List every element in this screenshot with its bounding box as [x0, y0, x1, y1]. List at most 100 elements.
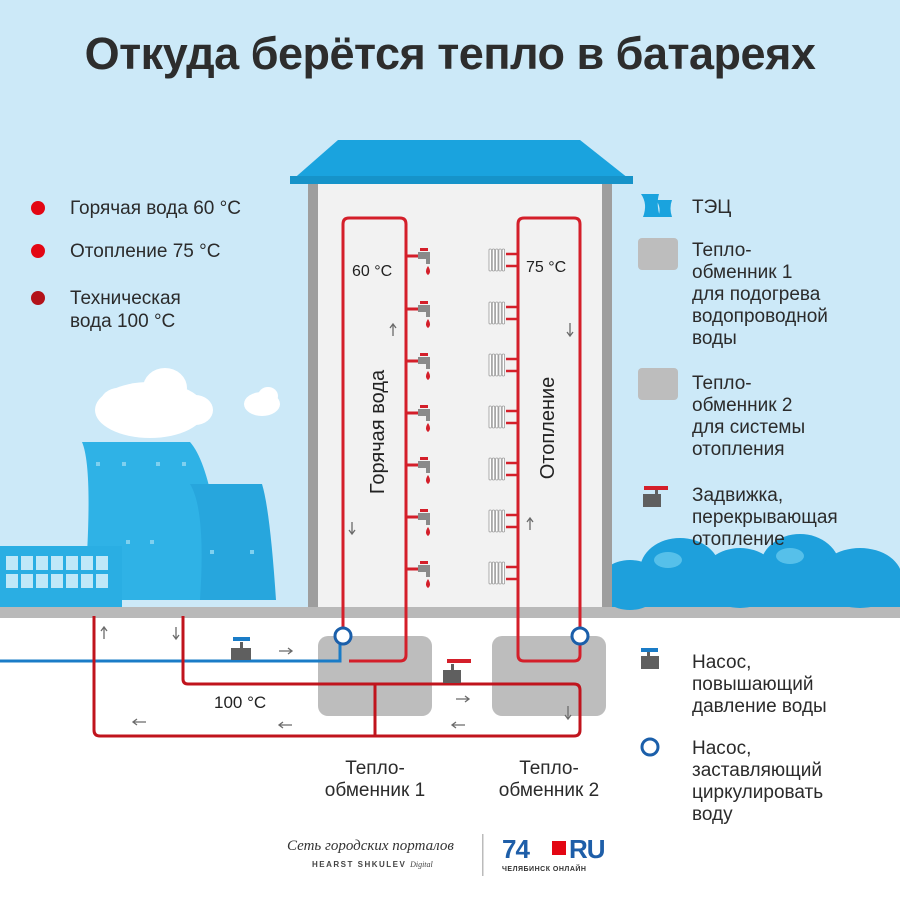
tap	[406, 561, 430, 588]
legend-technical-line2: вода 100 °C	[70, 311, 176, 332]
hot-water-vertical-label: Горячая вода	[367, 369, 389, 495]
legend-circ-line: заставляющий	[692, 760, 822, 781]
brand-hearst-text: HEARST SHKULEV	[312, 860, 407, 869]
circulation-pump-2	[570, 626, 590, 646]
tec-icon	[641, 194, 672, 217]
shutoff-valve	[443, 659, 471, 683]
legend-booster-line: повышающий	[692, 674, 814, 695]
legend-hx1-line: воды	[692, 328, 737, 349]
legend-hx1-line: водопроводной	[692, 306, 828, 327]
brand-hearst: HEARST SHKULEV Digital	[312, 860, 433, 869]
legend-technical-water: Техническая вода 100 °C	[70, 287, 181, 333]
hx2-label: Тепло- обменник 2	[474, 758, 624, 802]
brand-network: Сеть городских порталов	[287, 838, 454, 854]
legend-circ-line: Насос,	[692, 738, 752, 759]
tap	[406, 301, 430, 328]
legend-heating: Отопление 75 °C	[70, 241, 221, 262]
heating-vertical-label: Отопление	[537, 376, 559, 480]
footer-divider	[482, 834, 484, 876]
radiator	[488, 561, 518, 585]
roof	[290, 140, 633, 182]
legend-dot-heating	[31, 244, 45, 258]
hx2-label-line: обменник 2	[498, 780, 600, 801]
tower-windows	[96, 462, 254, 554]
legend-hx1: Тепло- обменник 1 для подогрева водопров…	[692, 240, 828, 350]
hx1-legend-icon	[638, 238, 678, 270]
legend-circ-line: воду	[692, 804, 733, 825]
legend-valve-line: отопление	[692, 529, 785, 550]
legend-hx2-line: отопления	[692, 439, 785, 460]
tap	[406, 353, 430, 380]
radiators	[488, 248, 518, 585]
legend-circ-pump: Насос, заставляющий циркулировать воду	[692, 738, 823, 826]
technical-water-loop	[92, 616, 582, 738]
legend-valve: Задвижка, перекрывающая отопление	[692, 485, 838, 551]
circ-pump-legend-icon	[640, 737, 660, 757]
tap	[406, 248, 430, 275]
page-title: Откуда берётся тепло в батареях	[84, 28, 816, 79]
legend-hx2-line: Тепло-	[692, 373, 752, 394]
hx1-label-line: обменник 1	[324, 780, 426, 801]
booster-pump-legend-icon	[641, 648, 659, 669]
legend-hx2-line: для системы	[692, 417, 806, 438]
cloud-left	[95, 368, 213, 438]
bush-highlights	[654, 548, 804, 568]
legend-hx1-line: для подогрева	[692, 284, 821, 305]
legend-booster-line: давление воды	[692, 696, 827, 717]
legend-booster-pump: Насос, повышающий давление воды	[692, 652, 827, 718]
hx2-label-line: Тепло-	[519, 758, 579, 779]
technical-water-temp: 100 °C	[214, 693, 267, 712]
hx2-legend-icon	[638, 368, 678, 400]
legend-hx1-line: обменник 1	[692, 262, 793, 283]
brand-digital-text: Digital	[410, 860, 433, 869]
roof-eave	[290, 176, 633, 184]
valve-legend-icon	[643, 486, 668, 507]
hot-water-taps	[406, 248, 430, 588]
logo-red-square	[552, 841, 566, 855]
legend-tec: ТЭЦ	[692, 197, 732, 218]
legend-valve-line: Задвижка,	[692, 485, 784, 506]
logo-74-digits: 74	[502, 834, 530, 864]
radiator	[488, 405, 518, 429]
hx1-label: Тепло- обменник 1	[300, 758, 450, 802]
cloud-right	[244, 387, 280, 416]
logo-74-subtitle: ЧЕЛЯБИНСК ОНЛАЙН	[502, 866, 587, 873]
radiator	[488, 248, 518, 272]
legend-valve-line: перекрывающая	[692, 507, 838, 528]
tap	[406, 509, 430, 536]
legend-circ-line: циркулировать	[692, 782, 824, 803]
heat-exchanger-1	[318, 636, 432, 716]
heat-exchanger-2	[492, 636, 606, 716]
legend-hx2: Тепло- обменник 2 для системы отопления	[692, 373, 805, 461]
legend-hx2-line: обменник 2	[692, 395, 793, 416]
tap	[406, 405, 430, 432]
legend-booster-line: Насос,	[692, 652, 752, 673]
bushes	[598, 534, 900, 610]
ground-line	[0, 607, 900, 618]
radiator	[488, 509, 518, 533]
radiator	[488, 301, 518, 325]
legend-dot-hot-water	[31, 201, 45, 215]
tap	[406, 457, 430, 484]
flow-arrows	[100, 322, 574, 729]
legend-dot-technical-water	[31, 291, 45, 305]
hot-water-temp: 60 °C	[352, 263, 393, 280]
legend-hot-water: Горячая вода 60 °C	[70, 198, 241, 219]
underground	[0, 618, 900, 900]
booster-pump	[231, 637, 251, 660]
radiator	[488, 457, 518, 481]
logo-74-ru: RU	[569, 834, 606, 864]
plant-windows	[6, 556, 108, 588]
hot-water-loop	[341, 216, 408, 663]
circulation-pump-1	[333, 626, 353, 646]
heating-loop	[516, 216, 582, 663]
building-interior	[318, 184, 602, 607]
radiator	[488, 353, 518, 377]
legend-hx1-line: Тепло-	[692, 240, 752, 261]
legend-technical-line1: Техническая	[70, 288, 181, 309]
hx1-label-line: Тепло-	[345, 758, 405, 779]
heating-temp: 75 °C	[526, 259, 567, 276]
cooling-tower-2	[190, 484, 276, 600]
